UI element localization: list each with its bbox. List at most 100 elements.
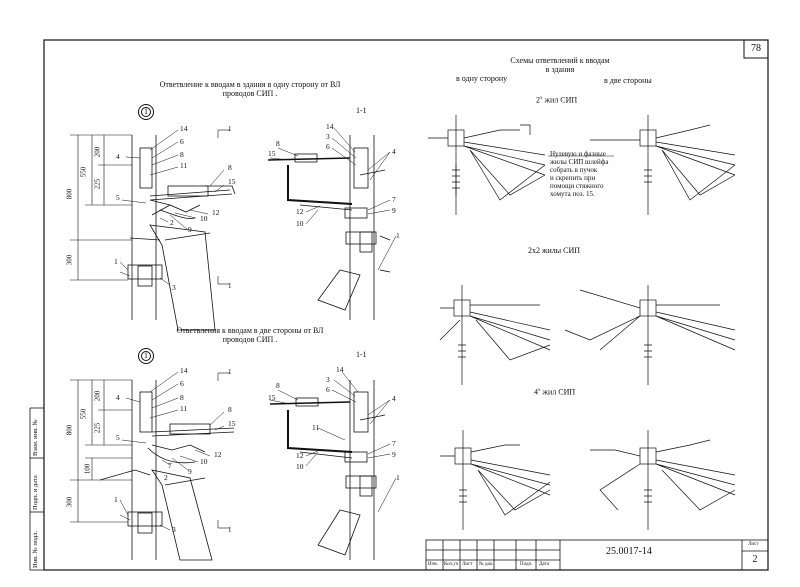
section-arrow-top: 1	[228, 125, 232, 133]
pos-6: 6	[180, 137, 184, 146]
dim-550: 550	[79, 166, 88, 178]
schemes-title-2: в здания	[545, 65, 575, 74]
posb-2: 2	[164, 473, 168, 482]
posb-15: 15	[228, 419, 236, 428]
leaders-side-top	[269, 127, 397, 271]
side-12: 12	[296, 207, 304, 216]
dim-800: 800	[65, 188, 74, 200]
posb-12: 12	[214, 450, 222, 459]
side-15: 15	[268, 149, 276, 158]
sideb-6: 6	[326, 385, 330, 394]
pole-front-bottom	[99, 380, 235, 561]
dim-225: 225	[93, 178, 102, 190]
pole-side-bottom	[269, 380, 386, 560]
side-10: 10	[296, 219, 304, 228]
scheme-3-left	[440, 430, 551, 530]
pos-9: 9	[188, 225, 192, 234]
sheet-number: 2	[752, 554, 758, 565]
sideb-9: 9	[392, 450, 396, 459]
pole-side-top	[267, 135, 391, 320]
scheme-1-right	[590, 115, 736, 215]
posb-8: 8	[180, 393, 184, 402]
posb-7: 7	[168, 461, 172, 470]
note-line-2: жилы СИП шлейфа	[550, 158, 609, 166]
scheme-2-left	[439, 285, 551, 385]
pos-5: 5	[116, 193, 120, 202]
sideb-12: 12	[296, 451, 304, 460]
side-4: 4	[392, 147, 396, 156]
scheme-1-label: 2x жил СИП	[536, 95, 578, 105]
tb-podp: Подп.	[520, 562, 533, 567]
note-line-6: хомута поз. 15.	[550, 190, 595, 198]
dim-front-top	[70, 129, 230, 285]
posb-4: 4	[116, 393, 120, 402]
pos-12: 12	[212, 208, 220, 217]
posb-3: 3	[172, 525, 176, 534]
title-one-side-2: проводов СИП .	[222, 89, 278, 98]
page-number-box	[743, 39, 769, 59]
posb-1: 1	[114, 495, 118, 504]
sideb-15: 15	[268, 393, 276, 402]
side-1: 1	[396, 231, 400, 240]
dim-225-b: 225	[93, 422, 102, 434]
pos-1: 1	[114, 257, 118, 266]
sheet-frame	[43, 39, 769, 571]
schemes-title: Схемы ответвлений к вводам	[510, 56, 610, 65]
dim-300-b: 300	[65, 496, 74, 508]
tb-kol: Кол.уч	[444, 562, 459, 567]
pos-10: 10	[200, 214, 208, 223]
dim-800-b: 800	[65, 424, 74, 436]
sideb-10: 10	[296, 462, 304, 471]
leaders-side-bottom	[269, 371, 397, 513]
side-8: 8	[276, 139, 280, 148]
posb-14: 14	[180, 366, 188, 375]
note-line-1: Нулевую и фазные	[550, 150, 606, 158]
sideb-4: 4	[392, 394, 396, 403]
scheme-3-right	[590, 430, 736, 530]
tb-ndok: № док.	[479, 562, 494, 567]
section-mark-bottom: 1	[138, 348, 154, 364]
section-arrow-bottom-2: 1	[228, 526, 232, 534]
posb-8b: 8	[228, 405, 232, 414]
scheme-2-right	[564, 285, 736, 385]
dim-front-bottom	[70, 372, 230, 529]
col-one-side: в одну сторону	[456, 74, 508, 83]
section-arrow-bottom: 1	[228, 368, 232, 376]
title-two-sides: Ответвления к вводам в две стороны от ВЛ	[176, 326, 324, 335]
dim-550-b: 550	[79, 408, 88, 420]
pos-15: 15	[228, 177, 236, 186]
scheme-2-label: 2х2 жилы СИП	[528, 246, 581, 255]
pole-front-top	[127, 135, 236, 331]
note-line-3: собрать в пучок	[550, 166, 598, 174]
posb-10: 10	[200, 457, 208, 466]
side-9: 9	[392, 206, 396, 215]
page-number: 78	[751, 43, 761, 54]
sheet-label: Лист	[748, 542, 759, 547]
posb-5: 5	[116, 433, 120, 442]
leaders-front-bottom	[119, 371, 225, 531]
pos-2: 2	[170, 218, 174, 227]
side-14: 14	[326, 122, 334, 131]
side-3: 3	[326, 132, 330, 141]
pos-14: 14	[180, 124, 188, 133]
dim-200: 200	[93, 146, 102, 158]
tb-izm: Изм.	[428, 562, 438, 567]
tb-list: Лист	[462, 562, 473, 567]
view-label-top: 1-1	[356, 106, 367, 115]
posb-11: 11	[180, 404, 188, 413]
note-line-4: и скрепить при	[550, 174, 596, 182]
leaders-front-top	[119, 129, 225, 286]
sideb-8: 8	[276, 381, 280, 390]
note-line-5: помощи стяжного	[550, 182, 604, 190]
pos-8b: 8	[228, 163, 232, 172]
scheme-1-left	[428, 115, 546, 215]
stamp-inv-podl: Инв. № подл.	[32, 530, 39, 568]
section-arrow-top-2: 1	[228, 282, 232, 290]
pos-11: 11	[180, 161, 188, 170]
stamp-vzam-inv: Взам. инв. №	[32, 419, 39, 456]
stamp-podp-data: Подп. и дата	[32, 475, 39, 510]
sideb-7: 7	[392, 439, 396, 448]
scheme-3-label: 4x жил СИП	[534, 387, 576, 397]
